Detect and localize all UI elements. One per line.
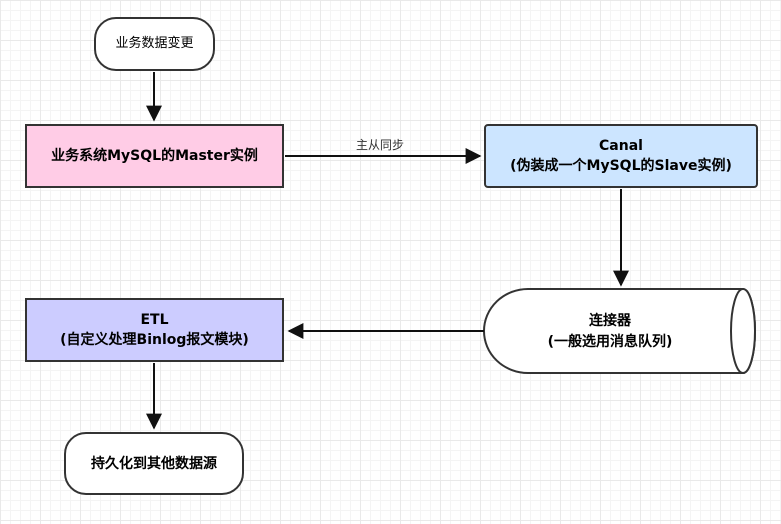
node-mysql-master[interactable]: 业务系统MySQL的Master实例 (25, 124, 284, 188)
node-label: 业务数据变更 (115, 36, 194, 51)
node-connector-queue[interactable]: 连接器 (一般选用消息队列) (500, 310, 720, 354)
queue-cylinder (483, 288, 756, 374)
node-etl[interactable]: ETL (自定义处理Binlog报文模块) (25, 298, 284, 362)
node-subtitle: (自定义处理Binlog报文模块) (60, 332, 249, 348)
node-business-data-change[interactable]: 业务数据变更 (94, 17, 215, 71)
node-subtitle: (一般选用消息队列) (547, 334, 673, 350)
node-title: ETL (140, 312, 169, 328)
node-persist-to-datasource[interactable]: 持久化到其他数据源 (64, 432, 244, 495)
node-label: 业务系统MySQL的Master实例 (51, 148, 258, 164)
node-canal[interactable]: Canal (伪装成一个MySQL的Slave实例) (484, 124, 758, 188)
node-title: 连接器 (589, 313, 631, 329)
node-label: 持久化到其他数据源 (91, 455, 217, 472)
node-subtitle: (伪装成一个MySQL的Slave实例) (510, 158, 732, 174)
node-title: Canal (599, 138, 643, 154)
edge-label-master-sync: 主从同步 (355, 138, 404, 152)
